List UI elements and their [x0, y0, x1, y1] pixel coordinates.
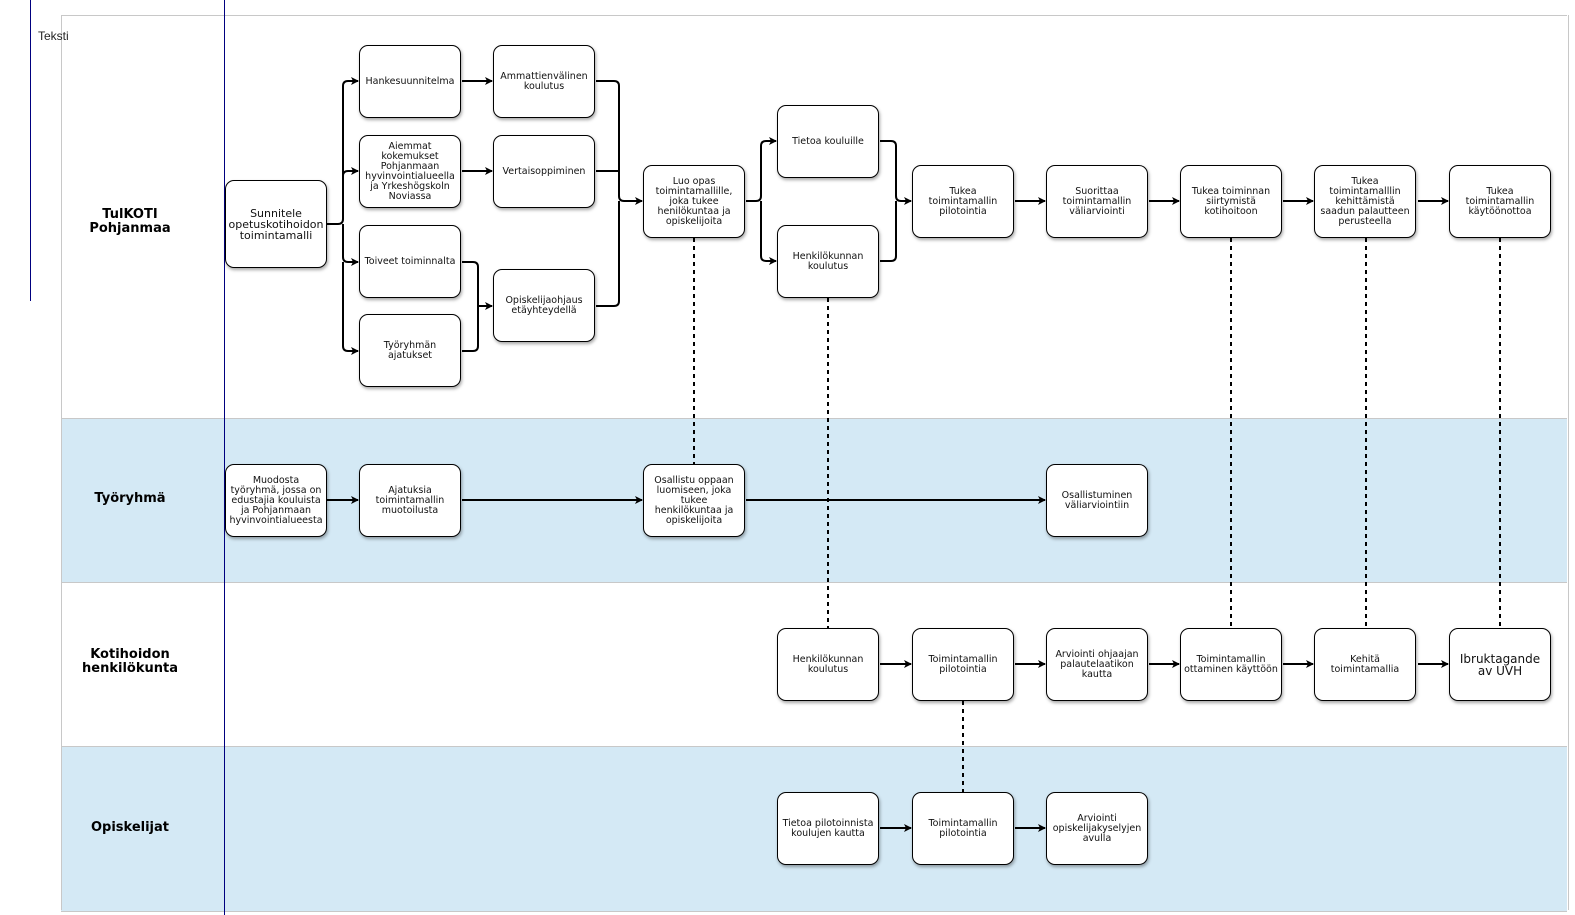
node-label: Tukea toimintamallin pilotointia — [928, 185, 998, 217]
node-label: Tietoa kouluille — [792, 135, 864, 147]
node-label: Suorittaa toimintamallin väliarviointi — [1062, 185, 1132, 217]
node-arviointi-ohjaajan[interactable]: Arviointi ohjaajan palautelaatikon kautt… — [1046, 628, 1148, 701]
node-tukea-kehittamista[interactable]: Tukea toimintamalllin kehittämistä saadu… — [1314, 165, 1416, 238]
node-henkilokunnan-koulutus-top[interactable]: Henkilökunnan koulutus — [777, 225, 879, 298]
node-osallistu[interactable]: Osallistu oppaan luomiseen, joka tukee h… — [643, 464, 745, 537]
node-label: Tietoa pilotoinnista koulujen kautta — [782, 817, 874, 839]
node-hankesuunnitelma[interactable]: Hankesuunnitelma — [359, 45, 461, 118]
node-label: Ibruktagande av UVH — [1459, 651, 1541, 678]
node-osallistuminen[interactable]: Osallistuminen väliarviointiin — [1046, 464, 1148, 537]
text-annotation: Teksti — [38, 29, 69, 43]
node-label: Tukea toimintamallin käytöönottoa — [1465, 185, 1535, 217]
lane-label-opiskelijat: Opiskelijat — [90, 820, 170, 835]
lane-label-tulkoti: TulKOTI Pohjanmaa — [89, 207, 171, 236]
node-opiskelijaohjaus[interactable]: Opiskelijaohjaus etäyhteydellä — [493, 269, 595, 342]
node-tukea-siirtymista[interactable]: Tukea toiminnan siirtymistä kotihoitoon — [1180, 165, 1282, 238]
node-label: Opiskelijaohjaus etäyhteydellä — [505, 294, 583, 316]
node-label: Tukea toiminnan siirtymistä kotihoitoon — [1191, 185, 1271, 217]
node-ammattienvalinen[interactable]: Ammattienvälinen koulutus — [493, 45, 595, 118]
node-sunnitele[interactable]: Sunnitele opetuskotihoidon toimintamalli — [225, 180, 327, 268]
node-tukea-pilotointia[interactable]: Tukea toimintamallin pilotointia — [912, 165, 1014, 238]
node-muodosta[interactable]: Muodosta työryhmä, jossa on edustajia ko… — [225, 464, 327, 537]
node-label: Tukea toimintamalllin kehittämistä saadu… — [1320, 175, 1410, 227]
node-tyoryhman-ajatukset[interactable]: Työryhmän ajatukset — [359, 314, 461, 387]
node-label: Työryhmän ajatukset — [383, 339, 437, 361]
vertical-rule-left — [30, 0, 31, 301]
node-arviointi-opiskelija[interactable]: Arviointi opiskelijakyselyjen avulla — [1046, 792, 1148, 865]
node-label: Henkilökunnan koulutus — [792, 653, 864, 675]
node-ajatuksia[interactable]: Ajatuksia toimintamallin muotoilusta — [359, 464, 461, 537]
node-label: Osallistu oppaan luomiseen, joka tukee h… — [654, 474, 734, 526]
node-ottaminen[interactable]: Toimintamallin ottaminen käyttöön — [1180, 628, 1282, 701]
node-label: Hankesuunnitelma — [365, 75, 455, 87]
vertical-rule-lanes — [224, 0, 225, 915]
node-label: Henkilökunnan koulutus — [792, 250, 864, 272]
node-hk-pilotointia[interactable]: Toimintamallin pilotointia — [912, 628, 1014, 701]
node-label: Arviointi ohjaajan palautelaatikon kautt… — [1055, 648, 1139, 680]
node-label: Toimintamallin pilotointia — [928, 817, 998, 839]
node-label: Toimintamallin pilotointia — [928, 653, 998, 675]
lane-label-tyoryhma: Työryhmä — [94, 491, 166, 506]
node-ibruktagande[interactable]: Ibruktagande av UVH — [1449, 628, 1551, 701]
node-toiveet[interactable]: Toiveet toiminnalta — [359, 225, 461, 298]
node-label: Sunnitele opetuskotihoidon toimintamalli — [228, 206, 324, 242]
node-label: Aiemmat kokemukset Pohjanmaan hyvinvoint… — [365, 140, 455, 202]
node-hk-koulutus[interactable]: Henkilökunnan koulutus — [777, 628, 879, 701]
node-tukea-kayttoonottoa[interactable]: Tukea toimintamallin käytöönottoa — [1449, 165, 1551, 238]
node-label: Osallistuminen väliarviointiin — [1061, 489, 1133, 511]
node-tietoa-kouluille[interactable]: Tietoa kouluille — [777, 105, 879, 178]
node-luo-opas[interactable]: Luo opas toimintamallille, joka tukee he… — [643, 165, 745, 238]
node-suorittaa[interactable]: Suorittaa toimintamallin väliarviointi — [1046, 165, 1148, 238]
node-vertaisoppiminen[interactable]: Vertaisoppiminen — [493, 135, 595, 208]
node-label: Toimintamallin ottaminen käyttöön — [1184, 653, 1278, 675]
node-op-pilotointia[interactable]: Toimintamallin pilotointia — [912, 792, 1014, 865]
lane-outer-border — [61, 15, 1569, 910]
node-label: Muodosta työryhmä, jossa on edustajia ko… — [229, 474, 323, 526]
node-label: Arviointi opiskelijakyselyjen avulla — [1052, 812, 1142, 844]
node-label: Toiveet toiminnalta — [364, 255, 456, 267]
node-tietoa-pilotoinnista[interactable]: Tietoa pilotoinnista koulujen kautta — [777, 792, 879, 865]
node-label: Vertaisoppiminen — [502, 165, 586, 177]
node-label: Ammattienvälinen koulutus — [500, 70, 588, 92]
node-label: Kehitä toimintamallia — [1330, 653, 1400, 675]
lane-label-kotihoidon: Kotihoidon henkilökunta — [82, 647, 178, 676]
node-label: Ajatuksia toimintamallin muotoilusta — [375, 484, 445, 516]
node-kehita[interactable]: Kehitä toimintamallia — [1314, 628, 1416, 701]
node-aiemmat[interactable]: Aiemmat kokemukset Pohjanmaan hyvinvoint… — [359, 135, 461, 208]
node-label: Luo opas toimintamallille, joka tukee he… — [655, 175, 733, 227]
